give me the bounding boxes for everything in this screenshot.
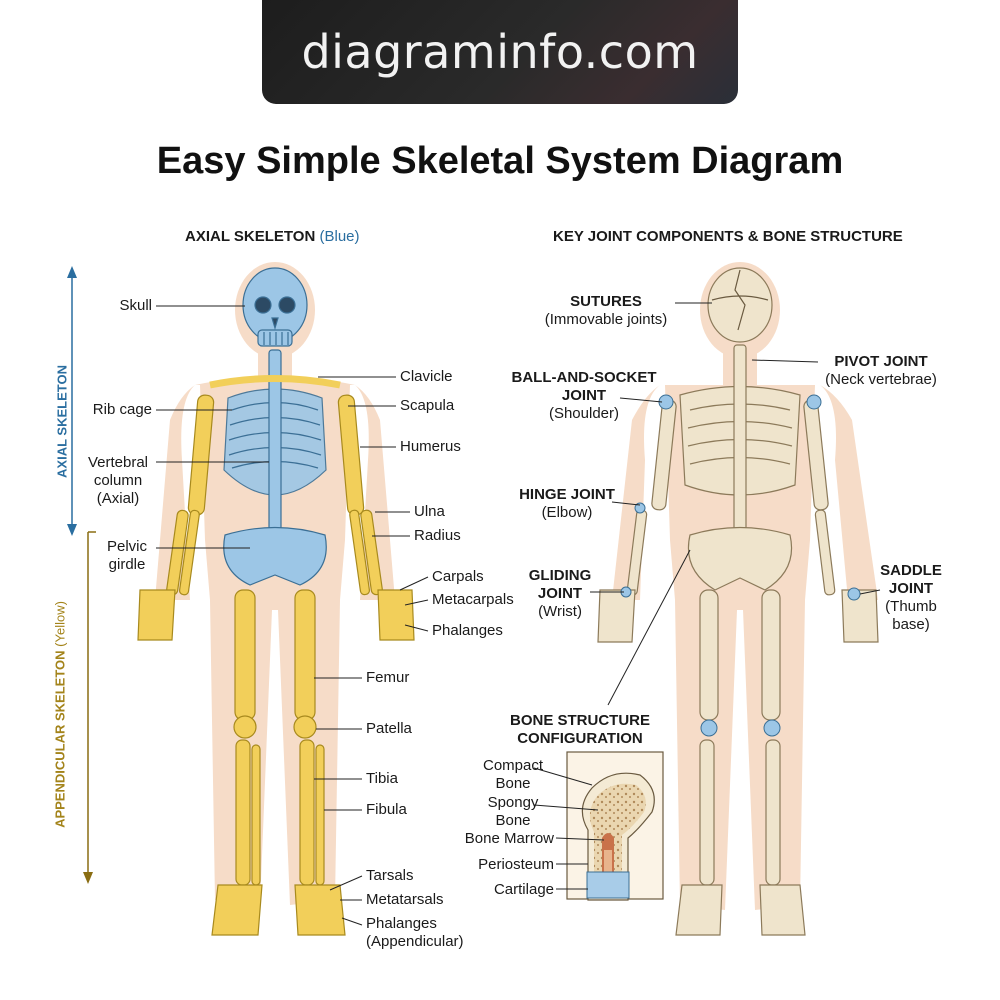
label-gliding-line2: JOINT bbox=[537, 585, 583, 602]
label-pivot-note: (Neck vertebrae) bbox=[825, 371, 937, 388]
label-bone-marrow: Bone Marrow bbox=[464, 830, 554, 847]
label-pivot-joint: PIVOT JOINT (Neck vertebrae) bbox=[816, 353, 946, 389]
label-spongy-line2: Bone bbox=[495, 812, 531, 829]
left-section-heading: AXIAL SKELETON (Blue) bbox=[185, 228, 360, 245]
label-saddle-note2: base) bbox=[892, 616, 930, 633]
label-ball-line1: BALL-AND-SOCKET bbox=[511, 369, 657, 386]
label-saddle-line2: JOINT bbox=[888, 580, 934, 597]
axial-axis-label: AXIAL SKELETON bbox=[54, 365, 70, 478]
label-vertebral-line3: (Axial) bbox=[96, 490, 140, 507]
label-pivot-title: PIVOT JOINT bbox=[834, 353, 928, 370]
appendicular-axis-arrow bbox=[83, 531, 96, 884]
label-phalanges-app-line1: Phalanges bbox=[366, 915, 437, 932]
label-saddle-line1: SADDLE bbox=[880, 562, 942, 579]
right-leader-lines bbox=[533, 302, 881, 890]
label-rib-cage: Rib cage bbox=[92, 401, 152, 418]
label-vertebral-line1: Vertebral bbox=[87, 454, 149, 471]
label-bone-structure-line1: BONE STRUCTURE bbox=[509, 712, 650, 729]
label-compact-line1: Compact bbox=[482, 757, 544, 774]
right-section-heading: KEY JOINT COMPONENTS & BONE STRUCTURE bbox=[553, 228, 903, 245]
label-compact-line2: Bone bbox=[495, 775, 531, 792]
right-skeleton bbox=[597, 267, 879, 936]
label-gliding-line1: GLIDING bbox=[528, 567, 592, 584]
label-metatarsals: Metatarsals bbox=[366, 891, 444, 908]
label-pelvic-girdle: Pelvic girdle bbox=[100, 538, 154, 574]
label-humerus: Humerus bbox=[400, 438, 461, 455]
label-ulna: Ulna bbox=[414, 503, 445, 520]
label-gliding-note: (Wrist) bbox=[538, 603, 582, 620]
label-spongy-bone: Spongy Bone bbox=[478, 794, 548, 830]
label-bone-structure: BONE STRUCTURE CONFIGURATION bbox=[505, 712, 655, 748]
axial-axis-arrow bbox=[67, 266, 77, 536]
bone-structure-inset bbox=[566, 751, 664, 901]
label-tibia: Tibia bbox=[366, 770, 398, 787]
label-phalanges-appendicular: Phalanges (Appendicular) bbox=[366, 915, 464, 951]
label-vertebral-line2: column bbox=[93, 472, 143, 489]
site-banner: diagraminfo.com bbox=[262, 0, 738, 104]
appendicular-axis-label: APPENDICULAR SKELETON (Yellow) bbox=[53, 565, 68, 865]
label-gliding-joint: GLIDING JOINT (Wrist) bbox=[524, 567, 596, 621]
appendicular-axis-note: (Yellow) bbox=[52, 601, 68, 647]
label-carpals: Carpals bbox=[432, 568, 484, 585]
site-name: diagraminfo.com bbox=[301, 25, 699, 79]
label-hinge-title: HINGE JOINT bbox=[519, 486, 615, 503]
label-metacarpals: Metacarpals bbox=[432, 591, 514, 608]
label-scapula: Scapula bbox=[400, 397, 455, 414]
label-periosteum: Periosteum bbox=[478, 856, 554, 873]
label-patella: Patella bbox=[366, 720, 412, 737]
label-clavicle: Clavicle bbox=[400, 368, 453, 385]
label-hinge-note: (Elbow) bbox=[541, 504, 593, 521]
label-bone-structure-line2: CONFIGURATION bbox=[517, 730, 643, 747]
left-heading-text: AXIAL SKELETON bbox=[185, 228, 316, 245]
label-tarsals: Tarsals bbox=[366, 867, 414, 884]
left-axial-skeleton bbox=[223, 267, 327, 586]
left-appendicular-skeleton bbox=[137, 375, 415, 936]
label-skull: Skull bbox=[119, 297, 152, 314]
label-femur: Femur bbox=[366, 669, 410, 686]
label-pelvic-line2: girdle bbox=[108, 556, 146, 573]
label-saddle-note1: (Thumb bbox=[885, 598, 937, 615]
left-leader-lines bbox=[156, 305, 429, 926]
label-sutures-note: (Immovable joints) bbox=[544, 311, 668, 328]
label-spongy-line1: Spongy bbox=[487, 794, 539, 811]
page-title: Easy Simple Skeletal System Diagram bbox=[156, 140, 844, 182]
label-sutures: SUTURES (Immovable joints) bbox=[536, 293, 676, 329]
label-fibula: Fibula bbox=[366, 801, 407, 818]
label-cartilage: Cartilage bbox=[493, 881, 554, 898]
label-ball-socket-joint: BALL-AND-SOCKET JOINT (Shoulder) bbox=[506, 369, 662, 423]
appendicular-axis-text: APPENDICULAR SKELETON bbox=[52, 650, 68, 828]
right-joint-highlights bbox=[620, 394, 861, 737]
label-saddle-joint: SADDLE JOINT (Thumb base) bbox=[876, 562, 946, 634]
label-phalanges: Phalanges bbox=[432, 622, 503, 639]
label-compact-bone: Compact Bone bbox=[474, 757, 552, 793]
label-radius: Radius bbox=[414, 527, 461, 544]
label-ball-note: (Shoulder) bbox=[548, 405, 620, 422]
label-hinge-joint: HINGE JOINT (Elbow) bbox=[512, 486, 622, 522]
label-vertebral-column: Vertebral column (Axial) bbox=[82, 454, 154, 508]
label-phalanges-app-line2: (Appendicular) bbox=[366, 933, 464, 950]
left-heading-note: (Blue) bbox=[319, 228, 360, 245]
label-pelvic-line1: Pelvic bbox=[106, 538, 147, 555]
label-sutures-title: SUTURES bbox=[570, 293, 642, 310]
label-ball-line2: JOINT bbox=[561, 387, 607, 404]
